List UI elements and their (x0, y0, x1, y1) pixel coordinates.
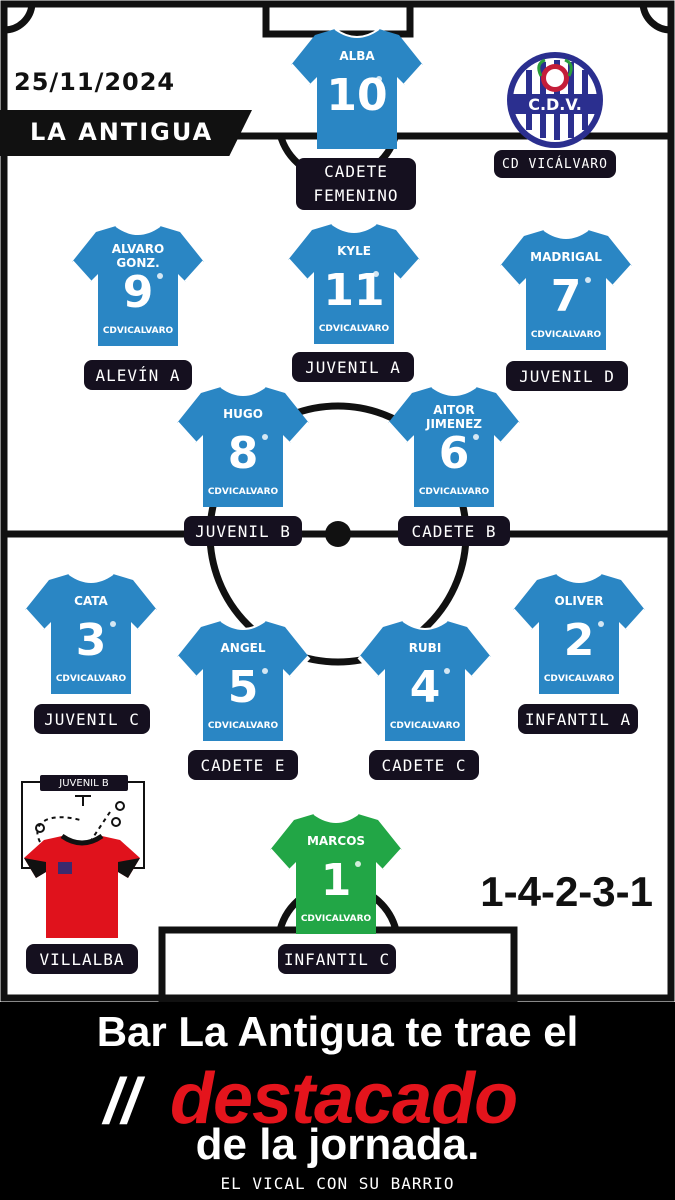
player-number: 1 (320, 855, 352, 906)
player-brand: CDVICALVARO (207, 721, 279, 731)
player-brand: CDVICALVARO (207, 487, 279, 497)
player-name: ANGEL (220, 641, 266, 655)
player-number: 10 (326, 70, 388, 121)
club-crest: C.D.V. (505, 50, 605, 150)
sponsor-label: LA ANTIGUA (30, 118, 214, 146)
player-category-madrigal: JUVENIL D (506, 361, 628, 391)
player-brand: CDVICALVARO (418, 487, 490, 497)
player-brand: CDVICALVARO (300, 914, 372, 924)
opponent-shirt-icon (24, 833, 140, 938)
player-name: CATA (74, 594, 108, 608)
player-brand: CDVICALVARO (318, 324, 390, 334)
player-category-marcos: INFANTIL C (278, 944, 396, 974)
footer-line1: Bar La Antigua te trae el (96, 1008, 579, 1055)
player-jersey-alba: ALBA 10 (287, 25, 427, 151)
footer-highlight: destacado (170, 1059, 518, 1139)
crest-letters: C.D.V. (528, 95, 582, 114)
player-number: 2 (563, 615, 595, 666)
player-number: 11 (323, 265, 385, 316)
formation-label: 1-4-2-3-1 (480, 868, 653, 915)
player-number: 7 (550, 271, 582, 322)
player-name: MARCOS (306, 834, 366, 848)
opponent-team-label: VILLALBA (26, 944, 138, 974)
player-number: 6 (438, 428, 470, 479)
player-name: ALVARO GONZ. (111, 242, 165, 270)
player-category-kyle: JUVENIL A (292, 352, 414, 382)
player-name: KYLE (337, 244, 371, 258)
player-number: 5 (227, 662, 259, 713)
player-name: MADRIGAL (530, 250, 602, 264)
player-category-aitor: CADETE B (398, 516, 510, 546)
player-name: AITOR JIMENEZ (425, 403, 482, 431)
category-line1: CADETE (324, 162, 388, 181)
coach-category-label: JUVENIL B (40, 775, 128, 791)
player-brand: CDVICALVARO (55, 674, 127, 684)
footer-slashes: // (104, 1065, 140, 1137)
player-category-alvaro: ALEVÍN A (84, 360, 192, 390)
player-category-cata: JUVENIL C (34, 704, 150, 734)
player-category-rubi: CADETE C (369, 750, 479, 780)
player-brand: CDVICALVARO (102, 326, 174, 336)
player-category-oliver: INFANTIL A (518, 704, 638, 734)
player-brand: CDVICALVARO (530, 330, 602, 340)
player-number: 8 (227, 428, 259, 479)
player-name: ALBA (339, 49, 375, 63)
player-number: 3 (75, 615, 107, 666)
player-number: 9 (122, 267, 154, 318)
player-category-alba: CADETE FEMENINO (296, 158, 416, 210)
match-date: 25/11/2024 (14, 68, 176, 96)
player-name: RUBI (408, 641, 442, 655)
player-name: OLIVER (554, 594, 604, 608)
player-category-angel: CADETE E (188, 750, 298, 780)
sponsor-banner: LA ANTIGUA (0, 110, 252, 156)
player-name: HUGO (223, 407, 263, 421)
club-name-label: CD VICÁLVARO (494, 150, 616, 178)
footer-tagline: EL VICAL CON SU BARRIO (220, 1174, 455, 1193)
footer-line3: de la jornada. (195, 1120, 480, 1169)
player-brand: CDVICALVARO (389, 721, 461, 731)
category-line2: FEMENINO (313, 186, 399, 205)
player-brand: CDVICALVARO (543, 674, 615, 684)
player-number: 4 (409, 662, 441, 713)
player-category-hugo: JUVENIL B (184, 516, 302, 546)
